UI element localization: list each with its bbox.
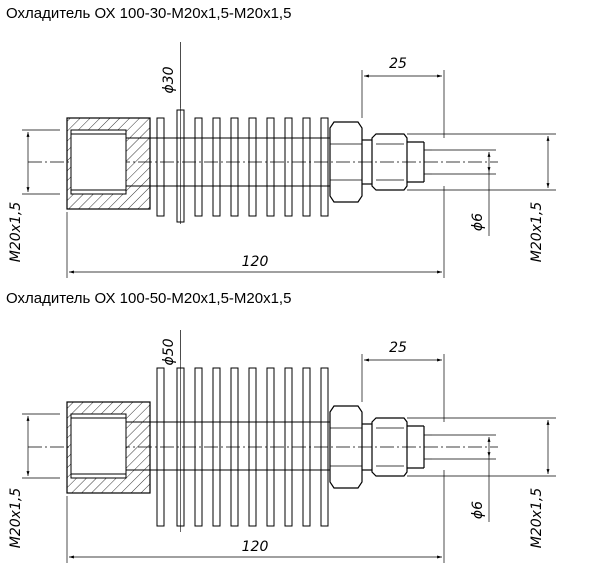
dim-bore-diameter <box>432 434 496 522</box>
cooling-fins <box>150 108 330 224</box>
dim-total-length <box>66 470 445 563</box>
label-thread-left: M20x1,5 <box>8 202 24 263</box>
label-fin-diameter: ϕ30 <box>161 66 177 93</box>
dim-total-length <box>66 186 445 278</box>
label-total-length: 120 <box>242 539 269 555</box>
label-thread-right: M20x1,5 <box>529 202 545 263</box>
dim-bore-diameter <box>432 149 496 236</box>
label-bore-diameter: ϕ6 <box>470 213 486 231</box>
dim-thread-right <box>407 417 556 477</box>
drawing-title-ox-100-30: Охладитель ОХ 100-30-М20х1,5-М20х1,5 <box>6 5 292 22</box>
drawing-ox-100-30 <box>22 42 556 278</box>
drawing-ox-100-50 <box>22 330 556 563</box>
label-nipple-length: 25 <box>389 56 407 72</box>
dim-thread-right <box>407 133 556 191</box>
label-thread-left: M20x1,5 <box>8 488 24 549</box>
dim-nipple-length <box>361 354 445 422</box>
dim-nipple-length <box>361 70 445 138</box>
left-female-fitting <box>66 401 151 494</box>
dim-thread-left <box>22 129 60 195</box>
label-total-length: 120 <box>242 254 269 270</box>
label-fin-diameter: ϕ50 <box>161 338 177 365</box>
label-nipple-length: 25 <box>389 340 407 356</box>
left-female-fitting <box>66 117 151 210</box>
label-thread-right: M20x1,5 <box>529 488 545 549</box>
drawing-title-ox-100-50: Охладитель ОХ 100-50-М20х1,5-М20х1,5 <box>6 290 292 307</box>
hex-nut <box>329 121 372 203</box>
cooling-fins <box>150 360 330 532</box>
dim-thread-left <box>22 413 60 479</box>
male-nipple <box>371 133 432 191</box>
hex-nut <box>329 405 372 489</box>
male-nipple <box>371 417 432 477</box>
label-bore-diameter: ϕ6 <box>470 501 486 519</box>
